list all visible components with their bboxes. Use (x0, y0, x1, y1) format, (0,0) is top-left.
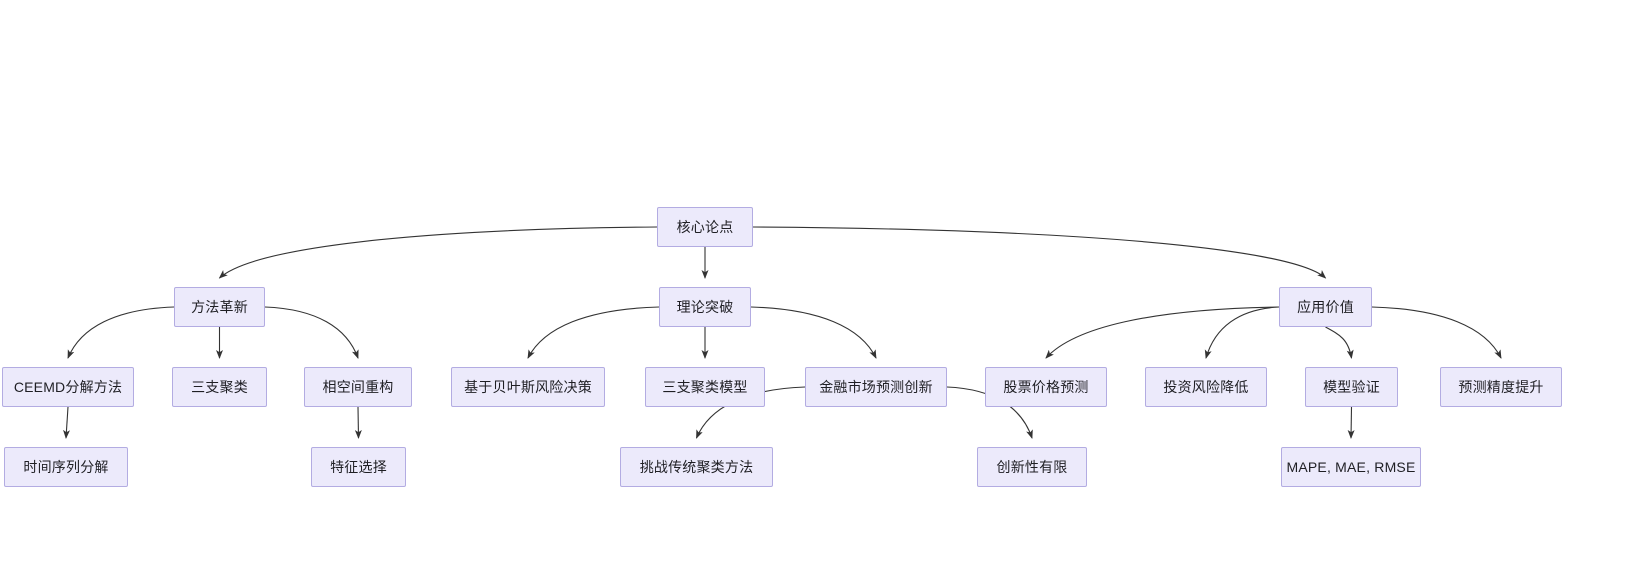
flowchart-node[interactable]: 预测精度提升 (1440, 367, 1562, 407)
flowchart-node[interactable]: 模型验证 (1305, 367, 1398, 407)
flowchart-node[interactable]: 时间序列分解 (4, 447, 128, 487)
flowchart-node[interactable]: 投资风险降低 (1145, 367, 1267, 407)
flowchart-node[interactable]: 相空间重构 (304, 367, 412, 407)
flowchart-node[interactable]: 创新性有限 (977, 447, 1087, 487)
flowchart-node-label: 预测精度提升 (1458, 379, 1544, 395)
flowchart-node-label: 核心论点 (676, 219, 734, 235)
flowchart-edge (63, 406, 71, 439)
flowchart-node[interactable]: 挑战传统聚类方法 (620, 447, 773, 487)
flowchart-node[interactable]: CEEMD分解方法 (2, 367, 134, 407)
flowchart-edge (354, 406, 362, 439)
flowchart-edge (1371, 306, 1502, 359)
flowchart-node[interactable]: 三支聚类模型 (645, 367, 765, 407)
flowchart-edge (67, 306, 175, 359)
flowchart-node[interactable]: 核心论点 (657, 207, 753, 247)
flowchart-node-label: 创新性有限 (996, 459, 1068, 475)
flowchart-edge (264, 306, 359, 359)
flowchart-node[interactable]: MAPE, MAE, RMSE (1281, 447, 1421, 487)
flowchart-node-label: 模型验证 (1323, 379, 1380, 395)
flowchart-node-label: 时间序列分解 (23, 459, 109, 475)
flowchart-node[interactable]: 股票价格预测 (985, 367, 1107, 407)
flowchart-edge (752, 226, 1327, 279)
flowchart-edge (218, 226, 658, 279)
flowchart-node[interactable]: 理论突破 (659, 287, 751, 327)
flowchart-edge (527, 306, 660, 359)
edge-group (63, 226, 1502, 439)
flowchart-node[interactable]: 应用价值 (1279, 287, 1372, 327)
flowchart-node-label: 股票价格预测 (1003, 379, 1089, 395)
flowchart-node-label: 相空间重构 (322, 379, 394, 395)
flowchart-node-label: 应用价值 (1297, 299, 1354, 315)
flowchart-edge (750, 306, 877, 359)
flowchart-node[interactable]: 基于贝叶斯风险决策 (451, 367, 605, 407)
flowchart-node-label: MAPE, MAE, RMSE (1286, 459, 1416, 475)
flowchart-node-label: 方法革新 (191, 299, 248, 315)
flowchart-node[interactable]: 金融市场预测创新 (805, 367, 947, 407)
flowchart-edge (1347, 406, 1355, 439)
flowchart-node[interactable]: 特征选择 (311, 447, 406, 487)
flowchart-edge (1204, 306, 1280, 359)
flowchart-node-label: CEEMD分解方法 (13, 379, 123, 395)
flowchart-node-label: 特征选择 (330, 459, 387, 475)
flowchart-node-label: 基于贝叶斯风险决策 (464, 379, 592, 395)
flowchart-edge (1045, 306, 1280, 359)
flowchart-edge (1325, 326, 1354, 359)
flowchart-node-label: 投资风险降低 (1163, 379, 1249, 395)
flowchart-node-label: 挑战传统聚类方法 (639, 459, 754, 475)
flowchart-node[interactable]: 三支聚类 (172, 367, 267, 407)
flowchart-node-label: 金融市场预测创新 (819, 379, 933, 395)
flowchart-node-label: 三支聚类模型 (662, 379, 748, 395)
flowchart-node-label: 三支聚类 (191, 379, 248, 395)
flowchart-node-label: 理论突破 (676, 299, 734, 315)
flowchart-node[interactable]: 方法革新 (174, 287, 265, 327)
